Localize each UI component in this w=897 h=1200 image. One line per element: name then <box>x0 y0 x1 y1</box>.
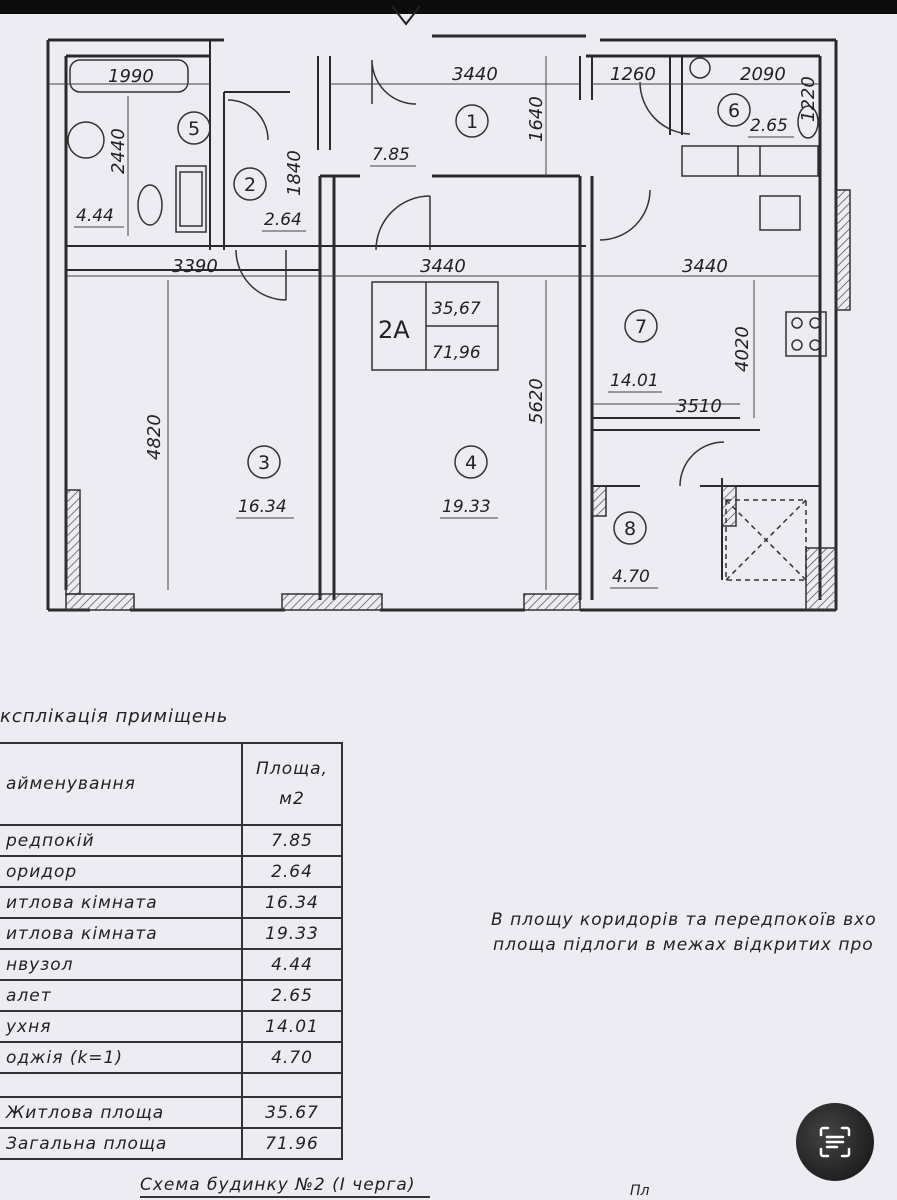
room-number-5: 5 <box>188 118 200 140</box>
top-bar <box>0 0 897 14</box>
dim-3390: 3390 <box>172 256 218 277</box>
room-area-1: 7.85 <box>372 145 410 165</box>
row-area: 14.01 <box>241 1010 343 1043</box>
row-area: 2.64 <box>241 855 343 888</box>
dim-1260: 1260 <box>610 64 656 85</box>
row-name: алет <box>0 979 243 1012</box>
living-area-value: 35.67 <box>241 1096 343 1129</box>
row-name: редпокій <box>0 824 243 857</box>
room-number-1: 1 <box>466 111 478 133</box>
floor-plan: 2A 35,67 71,96 1 2 3 4 5 6 7 8 7.85 2.64… <box>46 5 851 612</box>
dim-2090: 2090 <box>740 64 786 85</box>
total-area-value: 71.96 <box>241 1127 343 1160</box>
dim-3510: 3510 <box>676 396 722 417</box>
header-area: Площа, м2 <box>241 742 343 826</box>
dim-3440-mid: 3440 <box>420 256 466 277</box>
dim-3440-top: 3440 <box>452 64 498 85</box>
room-area-2: 2.64 <box>264 210 302 230</box>
header-area-line1: Площа, <box>256 759 328 779</box>
legend-title: кспліκація приміщень <box>0 706 229 727</box>
area-note-line1: В площу коридорів та передпокоїв вхо <box>491 910 877 930</box>
room-area-6: 2.65 <box>750 116 788 136</box>
dim-1220: 1220 <box>798 76 819 122</box>
header-name: айменування <box>0 742 243 826</box>
row-name: итлова кімната <box>0 886 243 919</box>
dimension-lines <box>48 56 820 590</box>
apartment-living-area: 35,67 <box>432 299 481 319</box>
scan-text-icon <box>819 1126 851 1158</box>
fixtures <box>67 57 827 581</box>
scan-text-button[interactable] <box>796 1103 874 1181</box>
dim-5620: 5620 <box>526 378 547 424</box>
room-area-4: 19.33 <box>442 497 491 517</box>
apartment-label <box>371 281 499 371</box>
dim-4020: 4020 <box>732 326 753 372</box>
room-markers <box>177 93 751 545</box>
header-area-line2: м2 <box>279 789 305 809</box>
wall-hatch <box>65 189 851 611</box>
total-area-label: Загальна площа <box>0 1127 243 1160</box>
room-number-4: 4 <box>465 452 477 474</box>
entry-arrow-icon <box>391 5 421 26</box>
dim-4820: 4820 <box>144 414 165 460</box>
dim-1840: 1840 <box>284 150 305 196</box>
dim-1640: 1640 <box>526 96 547 142</box>
row-name: нвузол <box>0 948 243 981</box>
row-area: 4.44 <box>241 948 343 981</box>
doors <box>227 59 725 487</box>
row-area: 7.85 <box>241 824 343 857</box>
row-name: оридор <box>0 855 243 888</box>
apartment-total-area: 71,96 <box>432 343 481 363</box>
room-area-underlines <box>74 136 794 589</box>
room-number-6: 6 <box>728 100 740 122</box>
scheme-underline <box>140 1196 430 1198</box>
row-area: 2.65 <box>241 979 343 1012</box>
room-area-3: 16.34 <box>238 497 287 517</box>
table-row-empty <box>0 1072 343 1098</box>
living-area-label: Житлова площа <box>0 1096 243 1129</box>
room-number-3: 3 <box>258 452 270 474</box>
area-note-line2: площа підлоги в межах відкритих про <box>493 935 874 955</box>
row-area: 19.33 <box>241 917 343 950</box>
row-area: 4.70 <box>241 1041 343 1074</box>
cropped-text-fragment: Пл <box>630 1183 650 1199</box>
table-header: айменування Площа, м2 <box>0 742 343 826</box>
dim-1990: 1990 <box>108 66 154 87</box>
area-note: В площу коридорів та передпокоїв вхо пло… <box>491 908 877 958</box>
dim-3440-right: 3440 <box>682 256 728 277</box>
dim-2440: 2440 <box>108 128 129 174</box>
row-name: итлова кімната <box>0 917 243 950</box>
row-area: 16.34 <box>241 886 343 919</box>
walls <box>46 34 838 612</box>
scheme-caption: Схема будинку №2 (І черга) <box>140 1175 416 1195</box>
room-number-7: 7 <box>635 316 647 338</box>
room-area-7: 14.01 <box>610 371 659 391</box>
row-name: оджія (k=1) <box>0 1041 243 1074</box>
table-row: оджія (k=1)4.70 <box>0 1041 343 1074</box>
room-number-2: 2 <box>244 174 256 196</box>
room-number-8: 8 <box>624 518 636 540</box>
room-area-5: 4.44 <box>76 206 114 226</box>
room-area-8: 4.70 <box>612 567 650 587</box>
apartment-type: 2A <box>378 316 410 344</box>
row-name: ухня <box>0 1010 243 1043</box>
